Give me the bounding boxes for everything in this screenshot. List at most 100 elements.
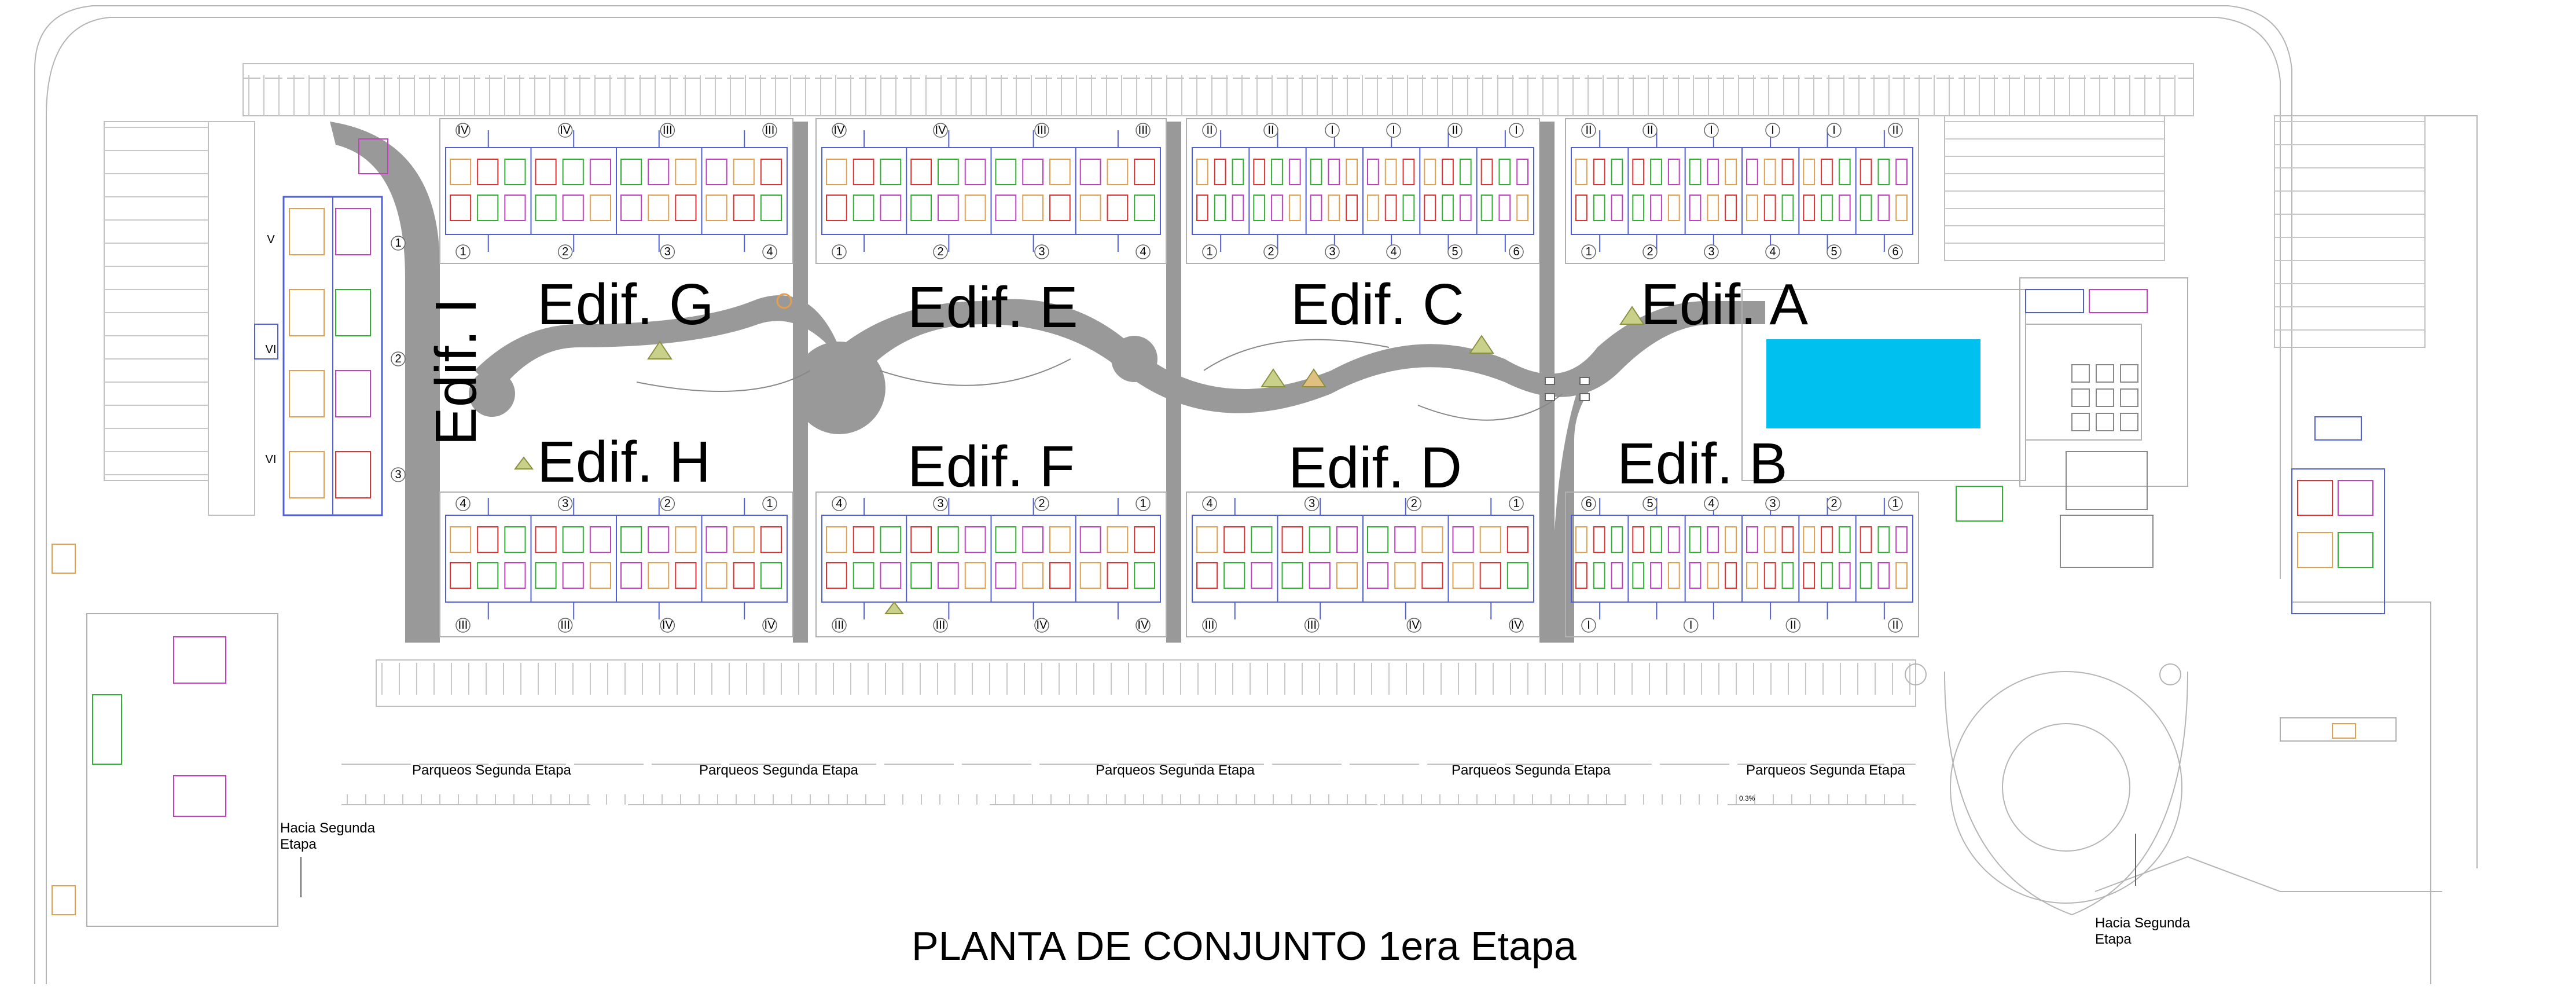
unit-number: 1	[1140, 497, 1146, 510]
unit-number: V	[267, 233, 275, 246]
room-furniture	[1223, 526, 1245, 553]
guardhouse	[2280, 717, 2397, 742]
parking-stage2-rows	[341, 764, 1916, 805]
room-furniture	[1838, 562, 1851, 589]
room-furniture	[1022, 526, 1043, 553]
unit-number: 6	[1513, 245, 1519, 258]
room-furniture	[1593, 159, 1605, 185]
unit-number: 3	[1329, 245, 1335, 258]
room-furniture	[880, 562, 902, 589]
room-furniture	[1611, 159, 1623, 185]
unit-number: 3	[562, 497, 568, 510]
room-furniture	[1281, 526, 1303, 553]
building-label-g: Edif. G	[537, 272, 714, 337]
planter	[1956, 486, 2003, 522]
unit-marker	[557, 496, 573, 511]
room-furniture	[1022, 562, 1043, 589]
unit-marker	[1263, 244, 1278, 259]
room-furniture	[1134, 526, 1155, 553]
room-furniture	[733, 159, 755, 185]
unit-marker	[1406, 496, 1422, 511]
room-furniture	[1049, 159, 1071, 185]
room-furniture	[964, 159, 986, 185]
unit-number: 1	[766, 497, 773, 510]
room-furniture	[995, 195, 1017, 221]
unit-number: 3	[1769, 497, 1776, 510]
room-furniture	[705, 195, 727, 221]
unit-marker	[1447, 123, 1462, 138]
room-furniture	[450, 562, 472, 589]
room-furniture	[1442, 195, 1454, 221]
room-furniture	[675, 195, 697, 221]
unit-number: 5	[1451, 245, 1458, 258]
unit-marker	[1386, 123, 1401, 138]
room-furniture	[995, 562, 1017, 589]
unit-number: 5	[1647, 497, 1653, 510]
unit-number: III	[1138, 124, 1148, 137]
room-furniture	[562, 562, 584, 589]
unit-number: 5	[1831, 245, 1837, 258]
room-furniture	[477, 562, 499, 589]
unit-marker	[1034, 244, 1049, 259]
unit-marker	[1509, 123, 1524, 138]
room-furniture	[1667, 159, 1680, 185]
room-furniture	[1763, 562, 1776, 589]
room-furniture	[1803, 562, 1816, 589]
unit-marker	[1642, 496, 1658, 511]
unit-number: 3	[1708, 245, 1714, 258]
room-furniture	[1860, 159, 1872, 185]
unit-number: 4	[766, 245, 773, 258]
unit-marker	[1136, 496, 1151, 511]
building-label-c: Edif. C	[1291, 272, 1464, 337]
unit-number: 1	[1892, 497, 1898, 510]
room-furniture	[1593, 195, 1605, 221]
unit-number: III	[765, 124, 775, 137]
unit-marker	[1406, 618, 1422, 633]
unit-number: 2	[562, 245, 568, 258]
unit-number: IV	[935, 124, 947, 137]
unit-number: II	[1892, 124, 1898, 137]
unit-number: 2	[937, 245, 943, 258]
unit-marker	[660, 244, 675, 259]
unit-marker	[1034, 123, 1049, 138]
room-furniture	[450, 195, 472, 221]
parking-bottom-stalls	[381, 663, 1910, 695]
room-furniture	[1288, 159, 1301, 185]
room-furniture	[504, 195, 526, 221]
unit-marker	[762, 496, 777, 511]
room-furniture	[1667, 526, 1680, 553]
building-label-d: Edif. D	[1288, 435, 1462, 500]
room-furniture	[880, 159, 902, 185]
unit-number: IV	[1138, 619, 1149, 632]
unit-number: 2	[664, 497, 671, 510]
room-furniture	[733, 562, 755, 589]
table-set	[2120, 413, 2138, 431]
room-furniture	[504, 159, 526, 185]
room-furniture	[1895, 562, 1908, 589]
room-furniture	[1134, 195, 1155, 221]
room-furniture	[1196, 526, 1218, 553]
room-furniture	[589, 562, 611, 589]
room-furniture	[1402, 195, 1415, 221]
room-furniture	[1336, 562, 1358, 589]
unit-number: I	[1689, 619, 1693, 632]
unit-marker	[1304, 496, 1320, 511]
room-furniture	[620, 526, 642, 553]
room-furniture	[1506, 562, 1528, 589]
unit-marker	[933, 244, 948, 259]
unit-number: IV	[834, 124, 846, 137]
room-furniture	[535, 526, 557, 553]
unit-number: III	[936, 619, 946, 632]
building-label-h: Edif. H	[537, 430, 711, 494]
room-furniture	[648, 195, 670, 221]
unit-number: I	[1710, 124, 1713, 137]
unit-marker	[933, 123, 948, 138]
room-furniture	[1214, 195, 1226, 221]
room-furniture	[1384, 159, 1397, 185]
parking-stage2-stalls	[347, 794, 1903, 805]
unit-marker	[1509, 618, 1524, 633]
room-furniture	[1022, 159, 1043, 185]
pool-deck	[1741, 277, 2188, 487]
unit-marker	[1034, 618, 1049, 633]
